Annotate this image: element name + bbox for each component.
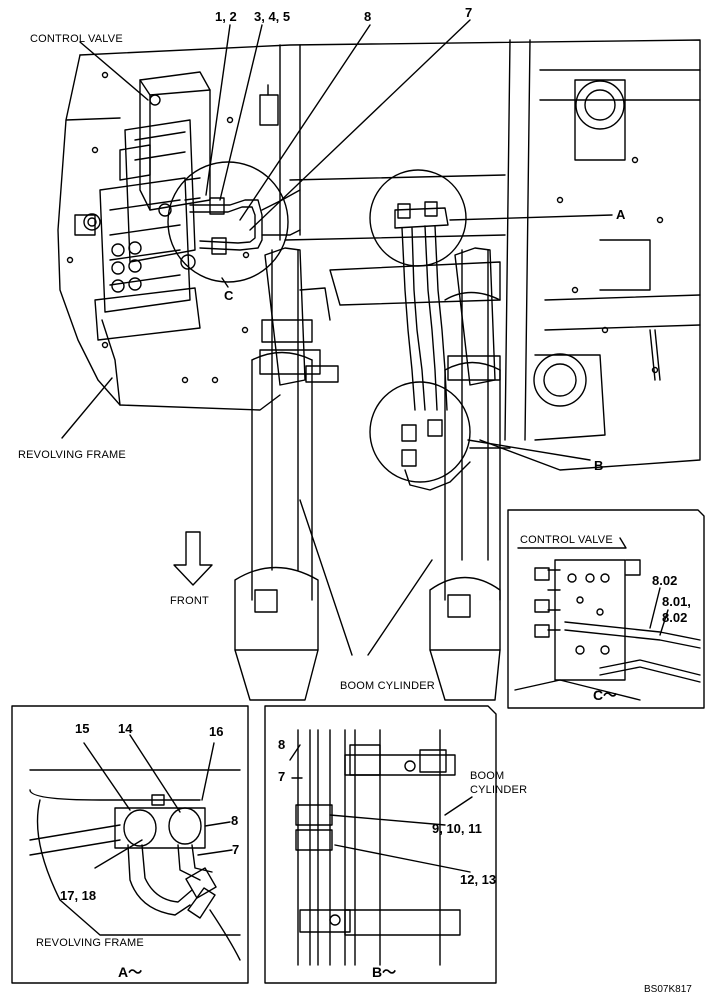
- front-arrow-icon: [173, 531, 213, 586]
- detail-b-boom-label: BOOM: [470, 770, 505, 782]
- detail-c-caption: C～: [593, 687, 618, 703]
- callout-a: A: [616, 207, 626, 222]
- detail-b-frame: [264, 705, 497, 984]
- detail-a-revolving-frame-label: REVOLVING FRAME: [36, 937, 144, 949]
- callout-1-2: 1, 2: [215, 9, 237, 24]
- callout-8: 8: [364, 9, 372, 24]
- front-label: FRONT: [170, 595, 209, 607]
- detail-a-callout-17-18: 17, 18: [60, 888, 97, 903]
- detail-a-callout-7: 7: [232, 842, 240, 857]
- detail-b-callout-12-13: 12, 13: [460, 872, 497, 887]
- detail-b-cylinder-label: CYLINDER: [470, 784, 528, 796]
- callout-c: C: [224, 288, 234, 303]
- detail-a-frame: [11, 705, 249, 984]
- control-valve-label: CONTROL VALVE: [30, 33, 123, 45]
- callout-3-4-5: 3, 4, 5: [254, 9, 291, 24]
- detail-b-callout-7: 7: [278, 769, 286, 784]
- detail-a-callout-15: 15: [75, 721, 90, 736]
- detail-b-callout-8: 8: [278, 737, 286, 752]
- detail-a-caption: A～: [118, 964, 143, 980]
- hose-b-circle: [369, 381, 471, 491]
- control-valve-drawing: [74, 71, 211, 341]
- detail-c-frame: [507, 509, 705, 709]
- revolving-frame-outline: [57, 39, 701, 471]
- callout-b: B: [594, 458, 604, 473]
- detail-b-callout-9-10-11: 9, 10, 11: [432, 821, 482, 836]
- main-leader-lines: [61, 19, 613, 656]
- detail-c-callout-8-01: 8.01,: [662, 594, 691, 609]
- document-code: BS07K817: [644, 984, 692, 995]
- boom-cylinders-drawing: [234, 247, 511, 701]
- detail-c-callout-8-02b: 8.02: [662, 610, 688, 625]
- detail-a-callout-8: 8: [231, 813, 239, 828]
- detail-c-control-valve-label: CONTROL VALVE: [520, 534, 613, 546]
- callout-7: 7: [465, 5, 473, 20]
- detail-b-caption: B～: [372, 964, 397, 980]
- detail-a-callout-16: 16: [209, 724, 224, 739]
- hose-a-circle: [369, 169, 467, 411]
- detail-c-callout-8-02: 8.02: [652, 573, 678, 588]
- detail-a-callout-14: 14: [118, 721, 133, 736]
- revolving-frame-label: REVOLVING FRAME: [18, 449, 126, 461]
- boom-cylinder-label: BOOM CYLINDER: [340, 680, 435, 692]
